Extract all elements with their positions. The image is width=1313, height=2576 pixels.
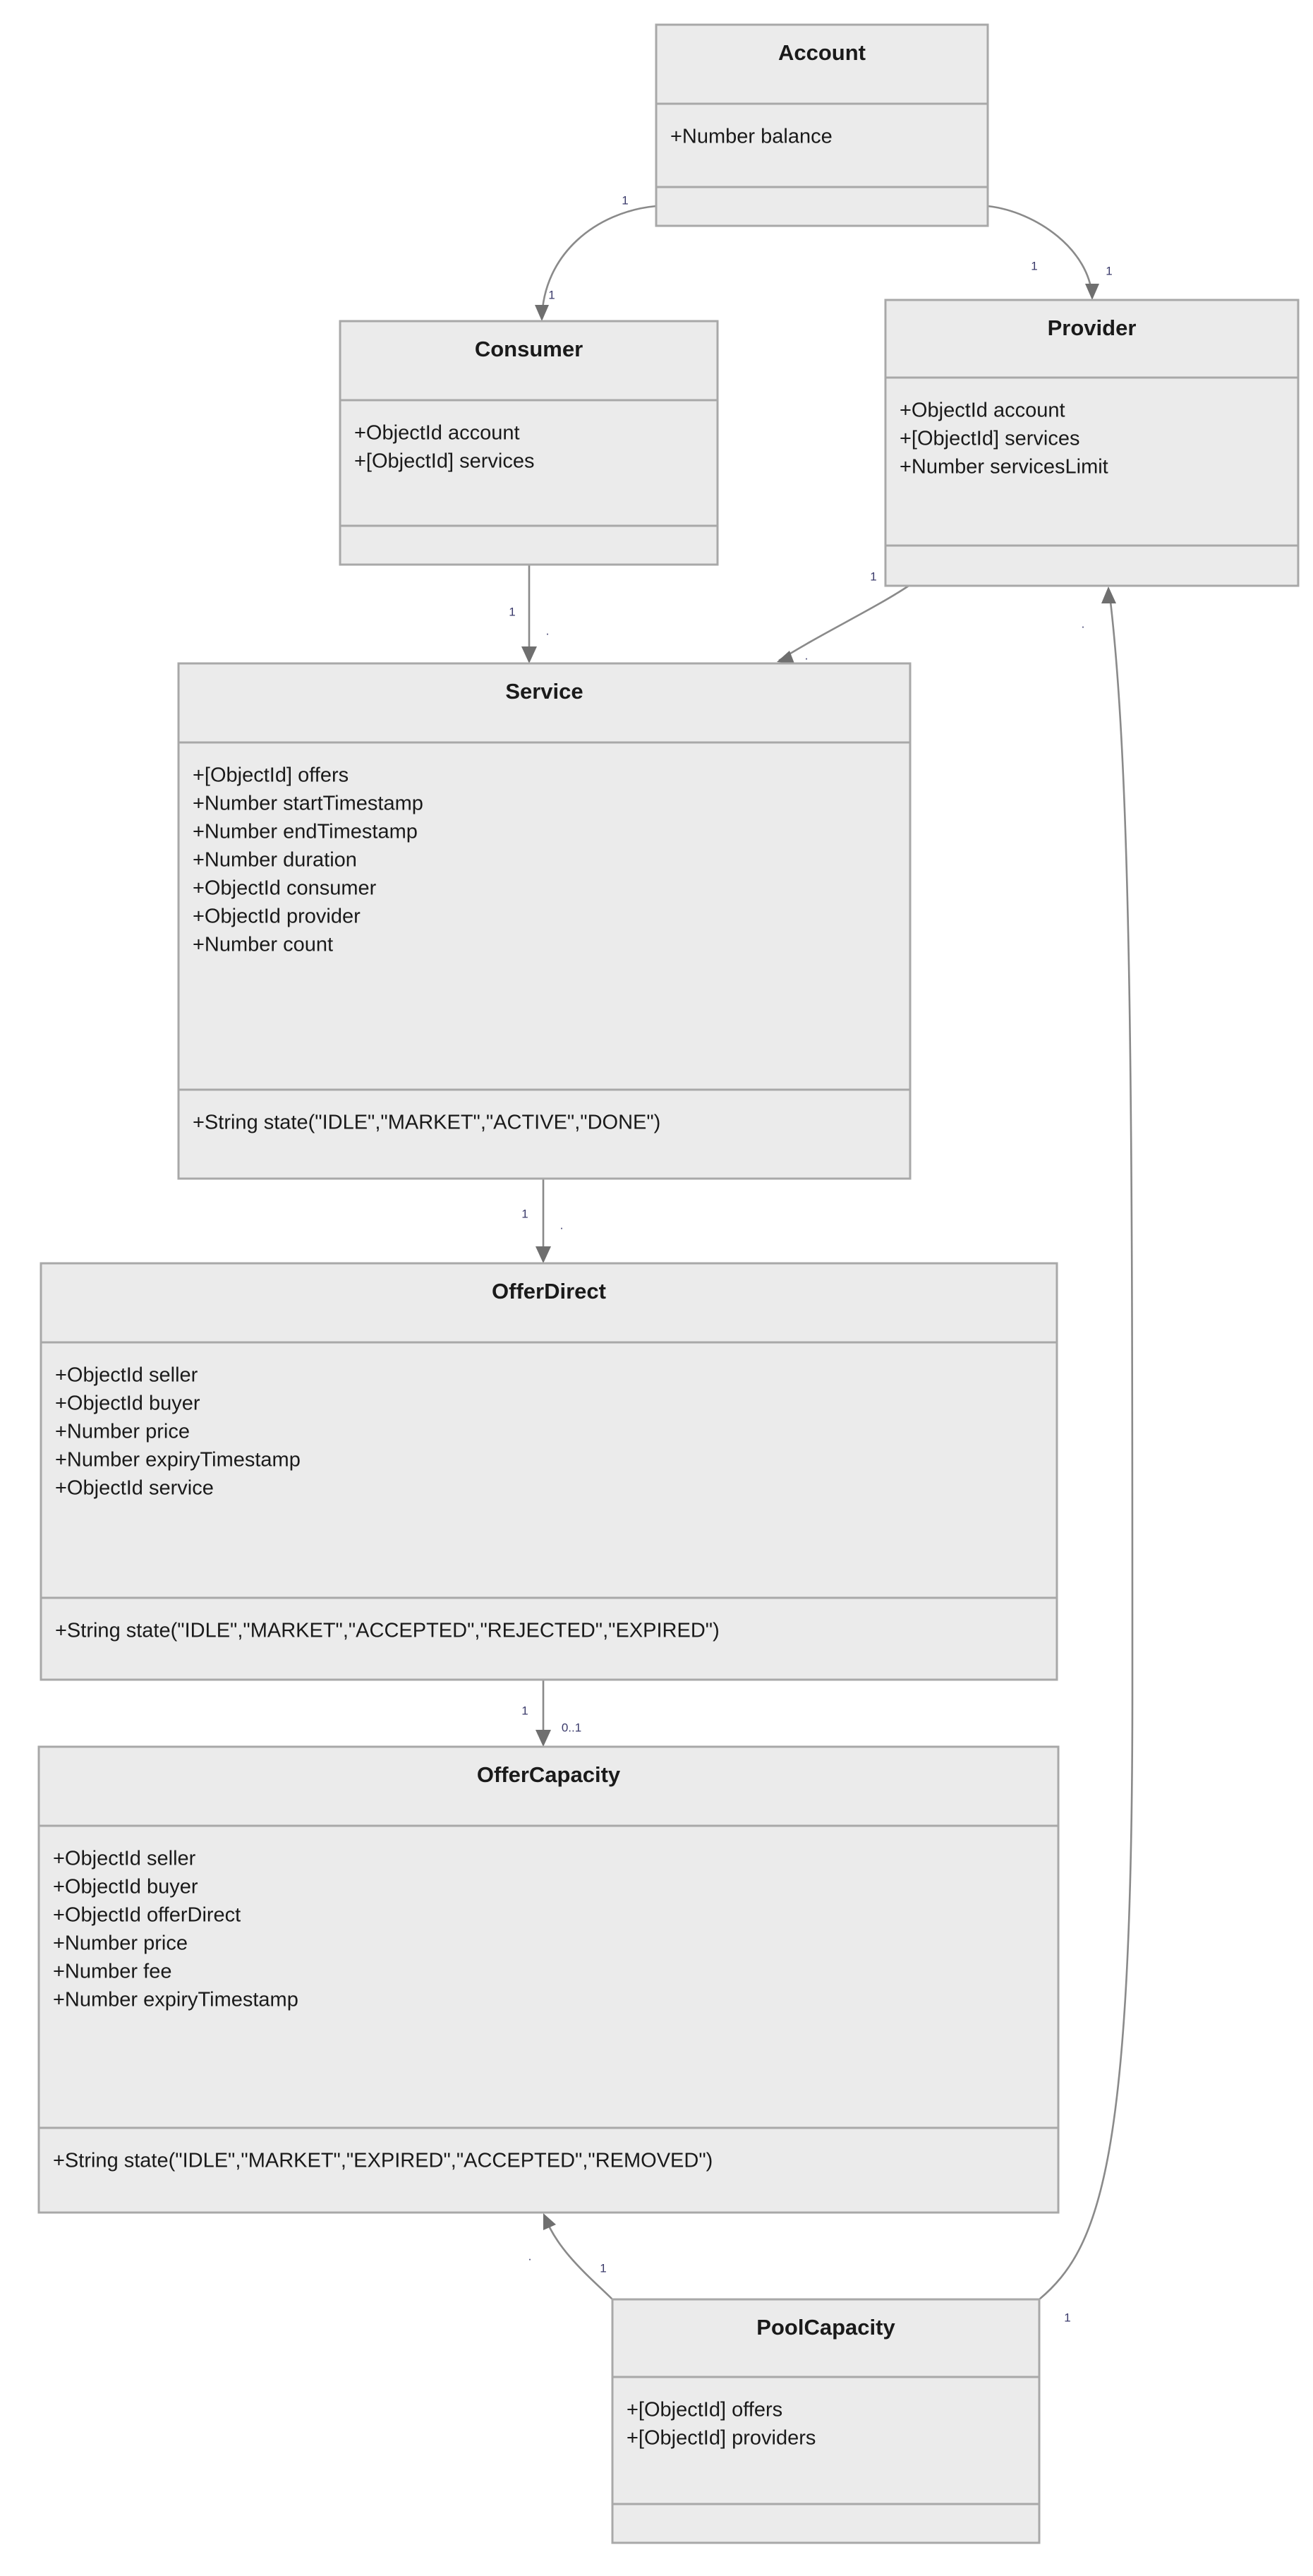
multiplicity-target-provider-service: . (805, 649, 809, 662)
class-attribute-offerdirect-1: +ObjectId buyer (55, 1392, 200, 1415)
edge-line-account-consumer (540, 205, 657, 320)
arrowhead-provider-service (777, 651, 794, 663)
multiplicity-source-account-provider: 1 (1031, 259, 1037, 272)
class-box-provider[interactable]: Provider +ObjectId account +[ObjectId] ser… (884, 299, 1300, 587)
class-attribute-offerdirect-4: +ObjectId service (55, 1477, 214, 1500)
multiplicity-source-consumer-service: 1 (509, 605, 515, 618)
class-operation-service-0: +String state("IDLE","MARKET","ACTIVE","… (193, 1112, 660, 1134)
arrowhead-account-consumer (535, 305, 549, 321)
class-box-poolcapacity[interactable]: PoolCapacity +[ObjectId] offers +[ObjectId… (611, 2298, 1041, 2544)
class-attribute-offercapacity-5: +Number expiryTimestamp (53, 1989, 298, 2011)
edge-poolcapacity-provider: 1. (1039, 586, 1134, 2324)
multiplicity-source-provider-service: 1 (870, 570, 876, 583)
multiplicity-target-poolcapacity-offercapacity: . (528, 2249, 532, 2263)
class-attribute-service-0: +[ObjectId] offers (193, 764, 349, 787)
arrowhead-account-provider (1085, 284, 1099, 300)
class-operation-offerdirect-0: +String state("IDLE","MARKET","ACCEPTED"… (55, 1620, 720, 1642)
edge-account-consumer: 11 (535, 193, 657, 321)
arrowhead-offerdirect-offercapacity (536, 1730, 551, 1747)
class-title-offercapacity: OfferCapacity (477, 1762, 621, 1787)
multiplicity-target-offerdirect-offercapacity: 0..1 (562, 1721, 581, 1734)
multiplicity-source-offerdirect-offercapacity: 1 (521, 1704, 528, 1717)
class-box-consumer[interactable]: Consumer +ObjectId account +[ObjectId] ser… (339, 320, 719, 566)
arrowhead-service-offerdirect (536, 1246, 551, 1263)
class-attribute-poolcapacity-1: +[ObjectId] providers (627, 2427, 816, 2450)
class-box-offercapacity[interactable]: OfferCapacity +ObjectId seller +ObjectId b… (37, 1745, 1060, 2214)
arrowhead-consumer-service (521, 646, 537, 663)
multiplicity-target-account-consumer: 1 (548, 288, 555, 301)
class-attribute-consumer-0: +ObjectId account (354, 422, 520, 445)
class-title-service: Service (505, 679, 583, 704)
class-attribute-offerdirect-0: +ObjectId seller (55, 1364, 198, 1387)
multiplicity-target-consumer-service: . (546, 624, 550, 637)
class-title-account: Account (778, 40, 866, 65)
class-attribute-service-1: +Number startTimestamp (193, 793, 423, 815)
arrowhead-poolcapacity-offercapacity (543, 2213, 556, 2230)
class-attribute-offercapacity-3: +Number price (53, 1932, 188, 1955)
arrowhead-poolcapacity-provider (1101, 586, 1116, 603)
class-attribute-offerdirect-3: +Number expiryTimestamp (55, 1449, 301, 1471)
class-attribute-offercapacity-2: +ObjectId offerDirect (53, 1904, 241, 1927)
class-box-frame-offerdirect (40, 1262, 1058, 1681)
edge-consumer-service: 1. (509, 565, 549, 663)
class-title-provider: Provider (1048, 315, 1137, 340)
edge-line-poolcapacity-offercapacity (543, 2215, 613, 2300)
class-attribute-account-0: +Number balance (670, 126, 833, 148)
edge-poolcapacity-offercapacity: 1. (528, 2213, 613, 2300)
class-attribute-offercapacity-4: +Number fee (53, 1961, 171, 1983)
class-attribute-provider-1: +[ObjectId] services (900, 428, 1079, 450)
class-attribute-service-2: +Number endTimestamp (193, 821, 418, 843)
class-attribute-poolcapacity-0: +[ObjectId] offers (627, 2399, 782, 2421)
class-attribute-consumer-1: +[ObjectId] services (354, 450, 534, 473)
class-box-frame-service (177, 662, 912, 1180)
class-box-offerdirect[interactable]: OfferDirect +ObjectId seller +ObjectId buy… (40, 1262, 1058, 1681)
class-title-consumer: Consumer (475, 337, 583, 361)
class-box-frame-account (655, 23, 989, 227)
class-attribute-service-4: +ObjectId consumer (193, 877, 377, 900)
class-attribute-service-3: +Number duration (193, 849, 357, 872)
class-box-service[interactable]: Service +[ObjectId] offers +Number startTi… (177, 662, 912, 1180)
class-operation-offercapacity-0: +String state("IDLE","MARKET","EXPIRED",… (53, 2150, 713, 2172)
multiplicity-target-poolcapacity-provider: . (1082, 617, 1085, 630)
class-attribute-offerdirect-2: +Number price (55, 1421, 190, 1443)
multiplicity-source-service-offerdirect: 1 (521, 1207, 528, 1220)
class-attribute-provider-2: +Number servicesLimit (900, 456, 1108, 479)
class-title-poolcapacity: PoolCapacity (756, 2315, 895, 2340)
edge-offerdirect-offercapacity: 1 0..1 (521, 1680, 581, 1747)
class-box-frame-poolcapacity (611, 2298, 1041, 2544)
multiplicity-source-poolcapacity-offercapacity: 1 (600, 2261, 606, 2275)
class-attribute-offercapacity-1: +ObjectId buyer (53, 1876, 198, 1898)
multiplicity-source-account-consumer: 1 (622, 193, 628, 207)
class-box-frame-provider (884, 299, 1300, 587)
multiplicity-target-account-provider: 1 (1106, 264, 1112, 277)
class-attribute-service-6: +Number count (193, 934, 333, 956)
edge-line-account-provider (987, 205, 1094, 299)
class-title-offerdirect: OfferDirect (492, 1279, 606, 1304)
multiplicity-source-poolcapacity-provider: 1 (1064, 2311, 1070, 2324)
class-attribute-service-5: +ObjectId provider (193, 905, 361, 928)
edge-line-poolcapacity-provider (1039, 589, 1134, 2300)
class-box-frame-consumer (339, 320, 719, 566)
class-attribute-provider-0: +ObjectId account (900, 399, 1065, 422)
class-box-account[interactable]: Account +Number balance (655, 23, 989, 227)
edge-provider-service: 1. (777, 570, 909, 663)
edge-line-provider-service (778, 584, 909, 662)
edge-service-offerdirect: 1. (521, 1179, 563, 1263)
multiplicity-target-service-offerdirect: . (560, 1218, 564, 1232)
class-attribute-offercapacity-0: +ObjectId seller (53, 1848, 196, 1870)
class-box-frame-offercapacity (37, 1745, 1060, 2214)
